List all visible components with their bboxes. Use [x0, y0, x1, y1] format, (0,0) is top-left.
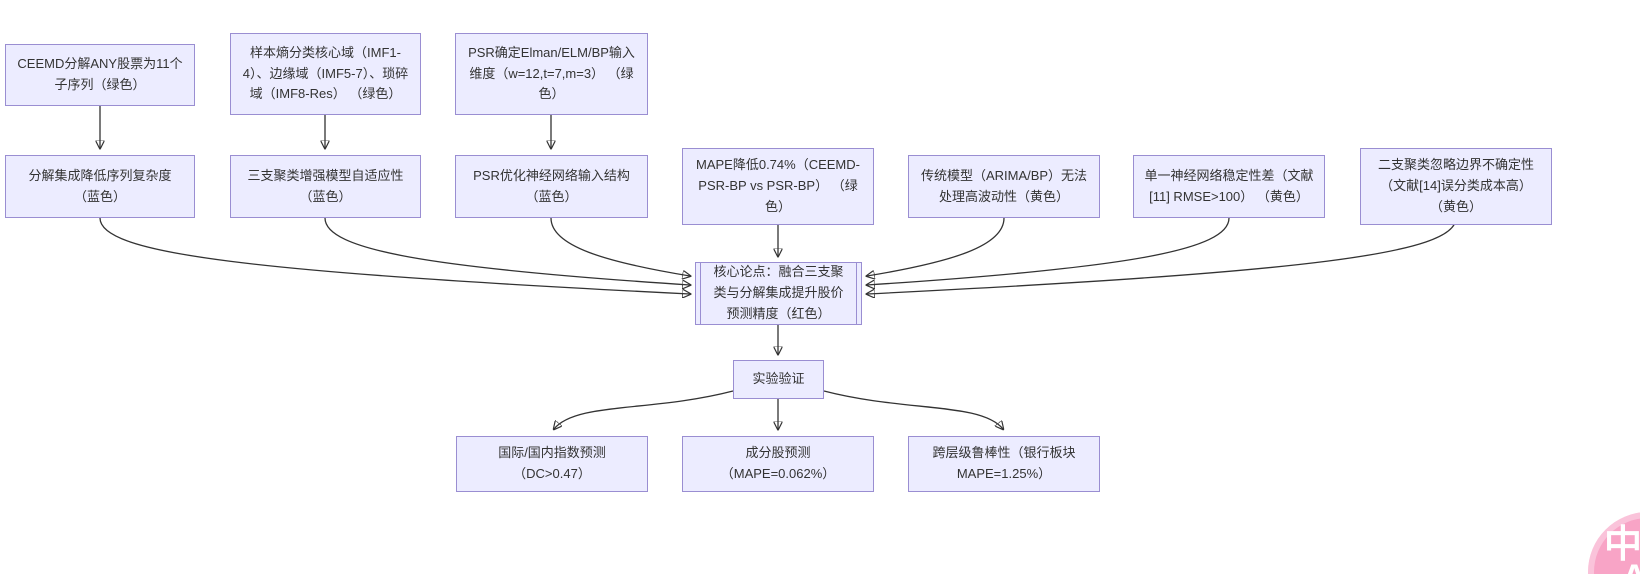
subroutine-line-left: [700, 263, 701, 324]
node-robustness: 跨层级鲁棒性（银行板块MAPE=1.25%）: [908, 436, 1100, 492]
node-component-stock: 成分股预测（MAPE=0.062%）: [682, 436, 874, 492]
edge-experiment-to-robust: [823, 390, 1003, 429]
node-single-nn: 单一神经网络稳定性差（文献[11] RMSE>100） （黄色）: [1133, 155, 1325, 218]
node-three-way-clustering: 三支聚类增强模型自适应性（蓝色）: [230, 155, 421, 218]
translate-button[interactable]: 中 A: [1588, 512, 1640, 574]
node-two-way-clustering: 二支聚类忽略边界不确定性（文献[14]误分类成本高）（黄色）: [1360, 148, 1552, 225]
edge-clustering-to-core: [324, 217, 690, 285]
edge-twoway-to-core: [867, 217, 1457, 294]
core-thesis-label: 核心论点：融合三支聚类与分解集成提升股价预测精度（红色）: [713, 264, 844, 321]
edge-decomp-to-core: [99, 217, 690, 294]
translate-button-glyph-zhong: 中: [1604, 524, 1640, 566]
node-mape-reduction: MAPE降低0.74%（CEEMD-PSR-BP vs PSR-BP） （绿色）: [682, 148, 874, 225]
node-decomp-integration: 分解集成降低序列复杂度（蓝色）: [5, 155, 195, 218]
node-core-thesis: 核心论点：融合三支聚类与分解集成提升股价预测精度（红色）: [695, 262, 862, 325]
edge-traditional-to-core: [867, 217, 1005, 276]
node-psr-dimension: PSR确定Elman/ELM/BP输入维度（w=12,t=7,m=3） （绿色）: [455, 33, 648, 115]
edge-singlenn-to-core: [867, 217, 1230, 285]
edge-experiment-to-index: [554, 390, 734, 429]
translate-button-glyph-a: A: [1622, 560, 1640, 574]
node-index-prediction: 国际/国内指数预测（DC>0.47）: [456, 436, 648, 492]
node-psr-optimization: PSR优化神经网络输入结构（蓝色）: [455, 155, 648, 218]
node-ceemd-decompose: CEEMD分解ANY股票为11个子序列（绿色）: [5, 44, 195, 106]
edge-psropt-to-core: [550, 217, 690, 276]
subroutine-line-right: [856, 263, 857, 324]
node-traditional-model: 传统模型（ARIMA/BP）无法处理高波动性（黄色）: [908, 155, 1100, 218]
node-experiment-validation: 实验验证: [733, 360, 824, 399]
node-sample-entropy: 样本熵分类核心域（IMF1-4）、边缘域（IMF5-7）、琐碎域（IMF8-Re…: [230, 33, 421, 115]
